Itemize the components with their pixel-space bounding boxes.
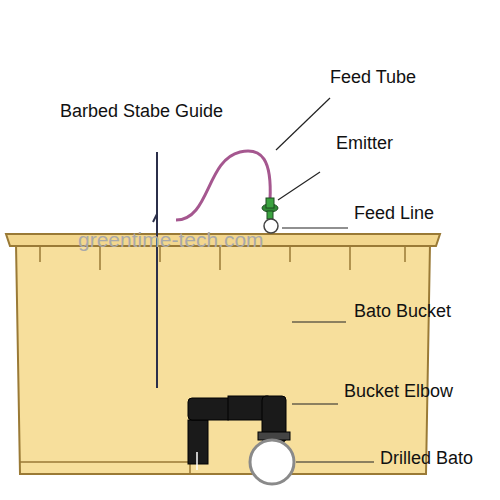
part-label: Feed Line xyxy=(354,204,434,224)
part-label: Bucket Elbow xyxy=(344,382,453,402)
part-label: Drilled Bato xyxy=(380,449,473,469)
bucket-body xyxy=(16,244,430,474)
part-label: Barbed Stabe Guide xyxy=(60,102,223,122)
emitter xyxy=(262,198,278,219)
feed-tube xyxy=(176,151,270,220)
drilled-bato xyxy=(250,440,294,484)
part-label: Bato Bucket xyxy=(354,302,451,322)
bucket-foot xyxy=(20,462,190,474)
feed-line xyxy=(264,219,278,233)
stake-guide xyxy=(156,152,158,388)
part-label: Feed Tube xyxy=(330,68,416,88)
watermark: greentime-tech.com xyxy=(78,228,264,251)
part-label: Emitter xyxy=(336,134,393,154)
